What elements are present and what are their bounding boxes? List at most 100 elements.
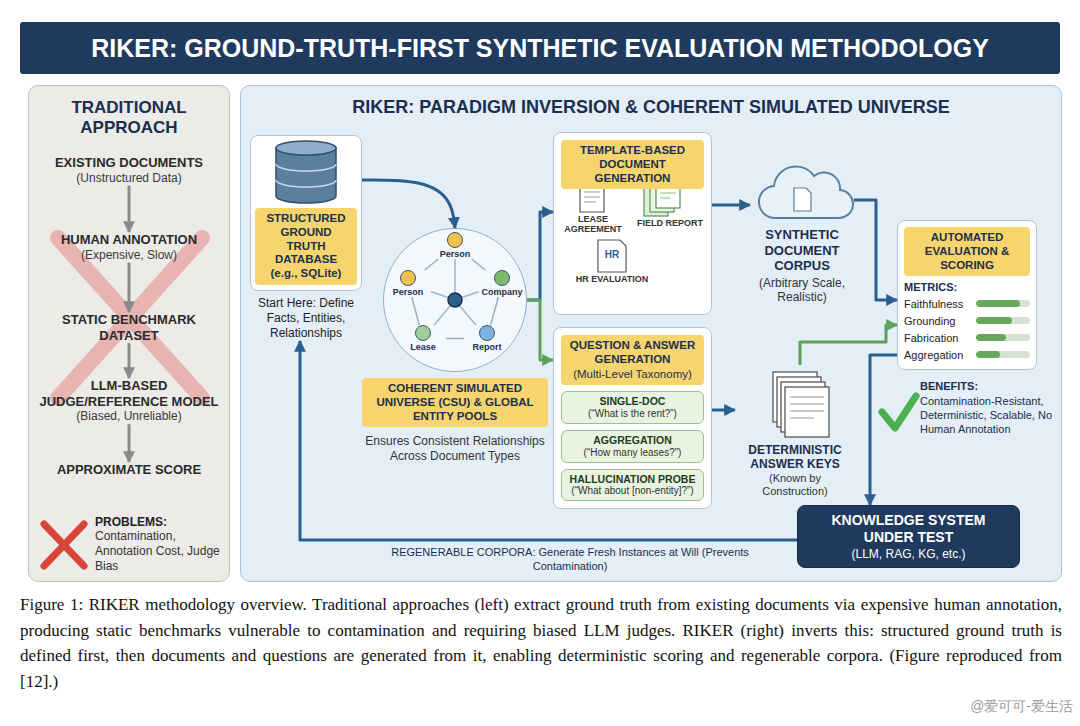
relation-line — [491, 297, 499, 325]
node-text: (Multi-Level Taxonomy) — [561, 368, 704, 386]
flow-arrow — [712, 409, 735, 412]
metric-fill — [976, 334, 1006, 341]
process-box: QUESTION & ANSWER GENERATION(Multi-Level… — [553, 327, 712, 509]
cross-stroke — [58, 238, 202, 398]
icon-label: HR — [598, 249, 626, 260]
node-text: APPROXIMATE SCORE — [38, 462, 220, 478]
node-text: METRICS: — [904, 281, 1030, 293]
metric-row: Grounding — [904, 312, 1030, 329]
step-item: APPROXIMATE SCORE — [38, 462, 220, 478]
metric-fill — [976, 300, 1020, 307]
edge-label: REGENERABLE CORPORA: Generate Fresh Inst… — [390, 546, 750, 574]
node-text: STRUCTURED GROUND TRUTH DATABASE (e.g., … — [255, 208, 357, 285]
cloud-icon — [759, 166, 853, 218]
flow-arrow — [128, 263, 131, 312]
cylinder-body — [276, 148, 336, 203]
flow-arrow — [527, 212, 553, 300]
step-item: HUMAN ANNOTATION(Expensive, Slow) — [38, 232, 220, 263]
node-text: (Arbitrary Scale, Realistic) — [750, 276, 854, 305]
node-text: (LLM, RAG, KG, etc.) — [806, 547, 1011, 561]
metric-bar — [976, 351, 1030, 358]
entity-node: Report — [464, 325, 510, 352]
question-type: SINGLE-DOC(“What is the rent?”) — [561, 391, 704, 424]
node-text: (“How many leases?”) — [566, 447, 699, 459]
entity-node: Person — [432, 232, 478, 259]
hr-doc — [598, 240, 626, 272]
cylinder-top — [276, 141, 336, 155]
entity-node: Company — [479, 270, 525, 297]
node-text: TRADITIONAL APPROACH — [29, 86, 229, 139]
entity-icon — [400, 270, 416, 286]
relation-line — [446, 338, 464, 340]
node-text: Ensures Consistent Relationships Across … — [362, 434, 548, 464]
node-text: Fabrication — [904, 332, 976, 344]
icon-label: FIELD REPORT — [634, 218, 706, 228]
doc-lines — [584, 192, 600, 202]
node-text: PROBLEMS: — [95, 515, 223, 529]
node-text: (Known by Construction) — [735, 472, 855, 498]
node-text: TEMPLATE-BASED DOCUMENT GENERATION — [561, 140, 704, 189]
flow-arrow — [128, 186, 131, 232]
cylinder-band — [276, 164, 336, 187]
system-box: KNOWLEDGE SYSTEM UNDER TEST(LLM, RAG, KG… — [797, 505, 1020, 568]
cloud — [759, 166, 853, 218]
node-text: (Biased, Unreliable) — [38, 409, 220, 424]
flow-arrow — [854, 200, 897, 300]
doc-lines — [660, 188, 676, 198]
node-text: Lease — [410, 342, 436, 352]
node-text: SINGLE-DOC — [566, 395, 699, 408]
flow-arrow — [300, 341, 797, 540]
document-icons — [580, 180, 680, 272]
relation-line — [425, 259, 439, 270]
node-text: Person — [440, 249, 471, 259]
flow-arrow — [362, 180, 455, 228]
flow-arrow — [800, 325, 897, 365]
node-text: (“What about [non-entity]?”) — [566, 485, 699, 497]
question-type: AGGREGATION(“How many leases?”) — [561, 430, 704, 463]
node-text: Start Here: Define Facts, Entities, Rela… — [250, 296, 362, 341]
method-panel: RIKER: PARADIGM INVERSION & COHERENT SIM… — [240, 85, 1062, 582]
entity-icon — [447, 232, 463, 248]
node-text: STATIC BENCHMARK DATASET — [38, 312, 220, 343]
cloud-doc — [794, 188, 811, 211]
step-item: EXISTING DOCUMENTS(Unstructured Data) — [38, 155, 220, 186]
metric-row: Aggregation — [904, 346, 1030, 363]
entity-icon — [415, 325, 431, 341]
stack-lines — [790, 397, 824, 418]
field-doc — [656, 180, 680, 208]
icon-label: LEASE AGREEMENT — [560, 214, 626, 235]
check-mark — [882, 396, 916, 428]
node-text: DETERMINISTIC ANSWER KEYS — [735, 443, 855, 472]
node-text: LLM-BASED JUDGE/REFERENCE MODEL — [38, 378, 220, 409]
node-text: Company — [481, 287, 522, 297]
entity-node: Person — [385, 270, 431, 297]
node-text: AUTOMATED EVALUATION & SCORING — [904, 227, 1030, 276]
metric-bar — [976, 300, 1030, 307]
relation-line — [412, 297, 420, 325]
benefits-note: Contamination-Resistant, Deterministic, … — [920, 395, 1058, 436]
cross-out — [58, 238, 202, 398]
x-stroke — [44, 524, 84, 566]
node-text: HUMAN ANNOTATION — [38, 232, 220, 248]
entity-node: Lease — [400, 325, 446, 352]
icon-label: HR EVALUATION — [566, 274, 658, 284]
node-text: Faithfulness — [904, 298, 976, 310]
node-text: AGGREGATION — [566, 434, 699, 447]
node-text: (Expensive, Slow) — [38, 248, 220, 263]
node-text: Person — [393, 287, 424, 297]
title: RIKER: GROUND-TRUTH-FIRST SYNTHETIC EVAL… — [20, 22, 1060, 74]
metric-fill — [976, 351, 1000, 358]
problems-note: PROBLEMS:Contamination, Annotation Cost,… — [95, 515, 223, 574]
node-text: HALLUCINATION PROBE — [566, 473, 699, 486]
hub-dot — [448, 293, 462, 307]
step-item: STATIC BENCHMARK DATASET — [38, 312, 220, 343]
flow-arrow — [870, 355, 897, 505]
node-text: Aggregation — [904, 349, 976, 361]
metric-row: Faithfulness — [904, 295, 1030, 312]
entity-icon — [494, 270, 510, 286]
node-text: (Unstructured Data) — [38, 171, 220, 186]
node-text: RIKER: PARADIGM INVERSION & COHERENT SIM… — [241, 86, 1061, 118]
flow-arrow — [712, 204, 750, 207]
node-text: (“What is the rent?”) — [566, 408, 699, 420]
metric-row: Fabrication — [904, 329, 1030, 346]
